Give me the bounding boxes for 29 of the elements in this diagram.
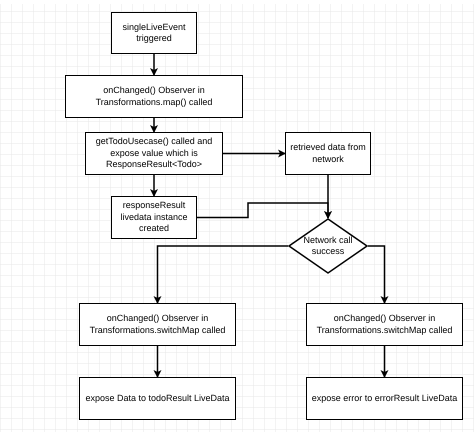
process-box [85,132,223,175]
node-text: onChanged() Observer in Transformations.switchMap called [88,313,226,336]
process-box [65,75,243,118]
node-text: Network call success [302,234,354,258]
node-text: expose Data to todoResult LiveData [85,392,230,404]
node-text: expose error to errorResult LiveData [312,392,458,404]
arrow [154,346,162,378]
process-box [79,303,236,346]
arrow [368,245,388,304]
arrow [150,118,158,133]
arrow [154,245,288,304]
node-text: singleLiveEvent triggered [121,22,187,44]
process-box [285,132,371,175]
process-box [111,12,197,54]
arrow [150,54,158,76]
node-text: onChanged() Observer in Transformations.switchMap called [316,313,454,336]
node-text: responseResult livedata instance created [119,200,189,235]
node-text: onChanged() Observer in Transformations.map() called [94,85,214,108]
process-box [79,377,236,420]
arrow [150,175,158,197]
process-box [306,303,463,346]
arrow [223,150,286,158]
arrow [197,202,332,219]
process-box [306,377,463,420]
node-text: getTodoUsecase() called and expose value which is ResponseResult<Todo> [94,136,214,171]
arrow [380,346,388,378]
node-text: retrieved data from network [290,142,366,165]
process-box [111,196,197,239]
decision-diamond [288,218,368,274]
